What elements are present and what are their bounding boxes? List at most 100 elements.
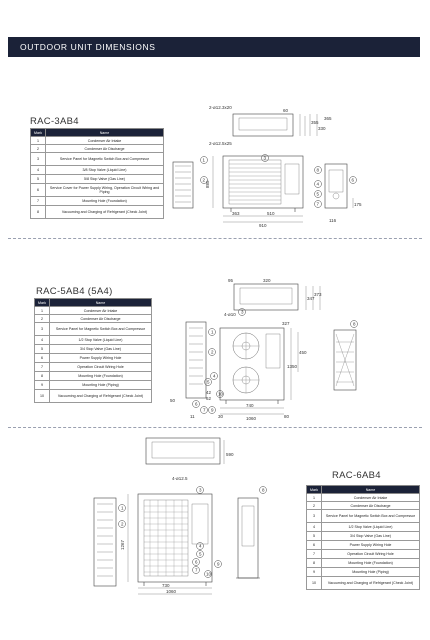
callout-2: 2 [211,349,214,354]
callout-3: 3 [264,156,267,161]
dim-116: 116 [329,218,337,223]
callout-4: 4 [213,373,216,378]
section-title-banner: OUTDOOR UNIT DIMENSIONS [8,37,420,57]
callout-4: 4 [317,182,320,187]
dim-590: 590 [226,452,234,457]
dim-30: 30 [218,414,224,419]
legend-header-mark: Mark [34,298,50,307]
legend-header-mark: Mark [30,128,46,137]
dim-62: 62 [206,396,212,401]
callout-6: 6 [195,401,198,406]
model-title-rac-5ab4: RAC-5AB4 (5A4) [36,286,113,297]
callout-9: 9 [217,561,220,566]
callout-6: 6 [352,178,355,183]
dim-1060: 1060 [246,416,257,421]
dim-320: 320 [263,278,271,283]
callout-5: 5 [317,192,320,197]
drawing-rac-5ab4: 95 4-ø10 320 347 373 327 1350 450 42 62 … [170,278,358,421]
dim-1350: 1350 [287,364,298,369]
dim-885: 885 [205,180,210,188]
callout-10: 10 [218,391,224,396]
model-title-rac-6ab4: RAC-6AB4 [332,470,381,481]
callout-10: 10 [206,571,212,576]
dim-1060: 1060 [166,589,177,594]
legend-header-name: Name [49,298,152,307]
dim-347: 347 [307,296,315,301]
callout-5: 5 [207,379,210,384]
callout-6: 6 [195,559,198,564]
dim-365: 365 [324,116,332,121]
dim-60: 60 [283,108,289,113]
dim-holes-top: 2-ø12.3x20 [209,105,232,110]
callout-8: 8 [262,487,265,492]
callout-7: 7 [195,567,198,572]
callout-9: 9 [211,407,214,412]
drawing-rac-6ab4: 4-ø12.5 1267 730 1060 590 1 2 3 4 5 6 7 … [93,437,267,595]
legend-header-name: Name [321,485,420,494]
callout-3: 3 [241,309,244,314]
section-divider [8,427,422,428]
drawing-rac-3ab4: 2-ø12.3x20 2-ø12.5x25 60 355 330 365 885… [172,105,362,228]
callout-7: 7 [317,202,320,207]
dim-95: 95 [228,278,234,283]
callout-1: 1 [211,329,214,334]
dim-327: 327 [282,321,290,326]
legend-header-name: Name [45,128,164,137]
dim-330: 330 [318,126,326,131]
dim-holes: 4-ø12.5 [172,476,188,481]
model-title-rac-3ab4: RAC-3AB4 [30,116,79,127]
dim-373: 373 [314,292,322,297]
dim-holes-bottom: 2-ø12.5x25 [209,141,232,146]
dim-1267: 1267 [120,539,125,550]
dim-50: 50 [170,398,176,403]
callout-1: 1 [203,158,206,163]
callout-8: 8 [353,321,356,326]
section-divider [8,238,422,239]
dim-42: 42 [206,390,212,395]
callout-3: 3 [199,487,202,492]
callout-2: 2 [121,521,124,526]
callout-5: 5 [199,551,202,556]
dim-355: 355 [311,120,319,125]
dim-740: 740 [246,403,254,408]
callout-1: 1 [121,505,124,510]
dim-910: 910 [259,223,267,228]
dim-450: 450 [299,350,307,355]
dim-175: 175 [354,202,362,207]
legend-header-mark: Mark [306,485,322,494]
dim-holes: 4-ø10 [224,312,236,317]
page-title: OUTDOOR UNIT DIMENSIONS [20,42,156,52]
dim-730: 730 [162,583,170,588]
dim-11: 11 [190,414,195,419]
dim-363: 363 [232,211,240,216]
